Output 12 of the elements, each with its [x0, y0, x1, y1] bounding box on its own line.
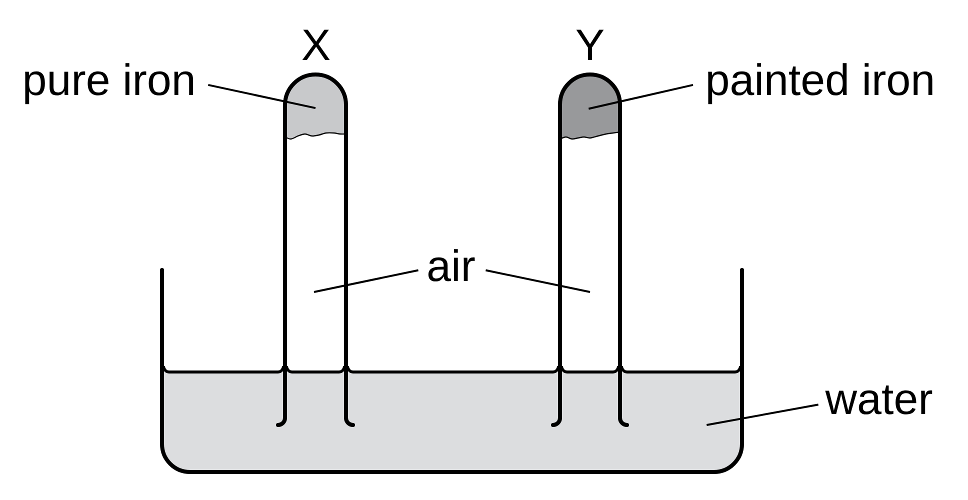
water	[162, 366, 742, 472]
leader-line	[706, 404, 818, 426]
label: air	[428, 249, 475, 282]
label: painted iron	[708, 63, 932, 104]
iron-sample	[284, 74, 346, 140]
leader-line	[588, 84, 694, 110]
leader-line	[486, 269, 590, 293]
label: pure iron	[25, 63, 194, 104]
label: water	[825, 386, 932, 414]
leader-line	[208, 84, 316, 110]
leader-line	[314, 269, 418, 293]
iron-sample	[560, 74, 620, 140]
